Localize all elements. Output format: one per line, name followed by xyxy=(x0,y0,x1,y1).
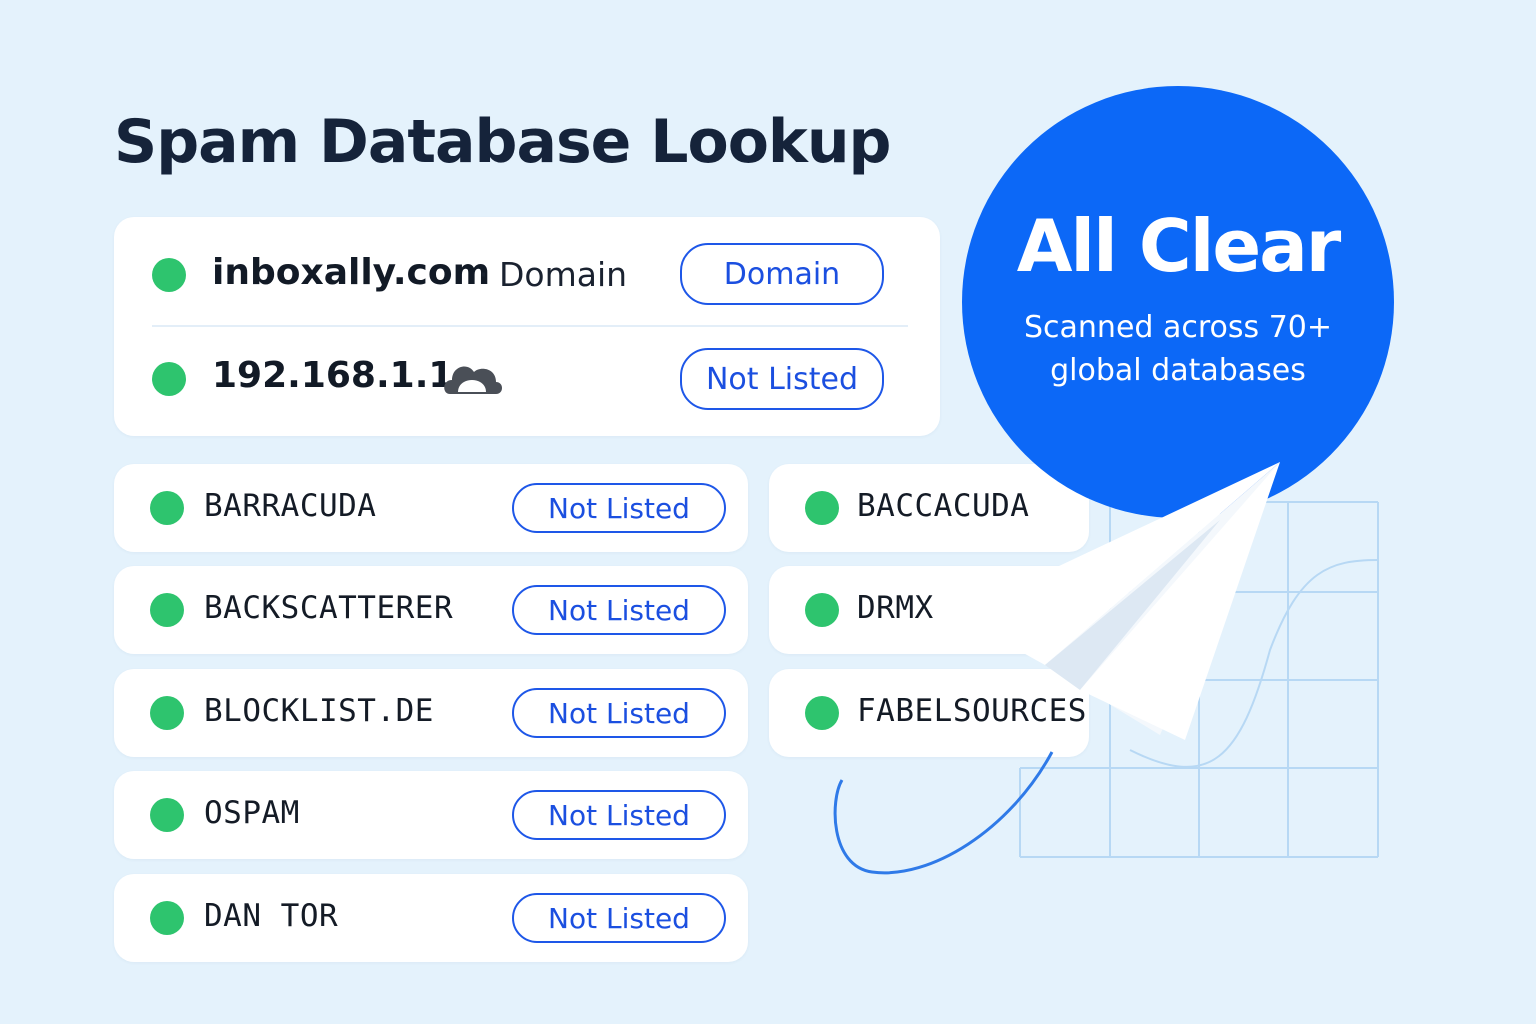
db-name: OSPAM xyxy=(204,795,300,831)
lookup-summary-card: inboxally.com · Domain Domain 192.168.1.… xyxy=(114,217,940,436)
db-name: BARRACUDA xyxy=(204,488,377,524)
db-name: DRMX xyxy=(857,590,934,626)
cloud-icon xyxy=(440,358,506,403)
status-badge[interactable]: Not Listed xyxy=(512,790,726,840)
result-subtitle: Scanned across 70+ global databases xyxy=(1024,310,1332,388)
status-dot xyxy=(805,491,839,525)
db-row-ospam: OSPAM Not Listed xyxy=(114,771,748,859)
ip-value: 192.168.1.1 xyxy=(212,355,454,396)
status-dot xyxy=(150,491,184,525)
status-dot xyxy=(150,798,184,832)
domain-value: inboxally.com xyxy=(212,252,491,293)
status-dot xyxy=(150,696,184,730)
db-name: DAN TOR xyxy=(204,898,339,934)
all-clear-badge: All Clear Scanned across 70+ global data… xyxy=(962,86,1394,518)
status-dot xyxy=(150,901,184,935)
db-name: BACKSCATTERER xyxy=(204,590,454,626)
page-title: Spam Database Lookup xyxy=(114,107,891,177)
summary-divider xyxy=(152,325,908,327)
status-dot xyxy=(805,696,839,730)
ip-status-badge[interactable]: Not Listed xyxy=(680,348,884,410)
db-row-dan-tor: DAN TOR Not Listed xyxy=(114,874,748,962)
domain-badge[interactable]: Domain xyxy=(680,243,884,305)
result-title: All Clear xyxy=(1016,204,1342,288)
db-row-backscatterer: BACKSCATTERER Not Listed xyxy=(114,566,748,654)
status-badge[interactable]: Not Listed xyxy=(512,688,726,738)
db-name: BLOCKLIST.DE xyxy=(204,693,434,729)
flight-trail-line xyxy=(833,751,1054,875)
status-dot xyxy=(805,593,839,627)
status-badge[interactable]: Not Listed xyxy=(512,893,726,943)
status-badge[interactable]: Not Listed xyxy=(512,483,726,533)
domain-status-dot xyxy=(152,258,186,292)
domain-type-label: · Domain xyxy=(478,255,628,294)
db-row-drmx: DRMX xyxy=(769,566,1089,654)
db-row-barracuda: BARRACUDA Not Listed xyxy=(114,464,748,552)
db-row-baccacuda: BACCACUDA xyxy=(769,464,1089,552)
status-dot xyxy=(150,593,184,627)
status-badge[interactable]: Not Listed xyxy=(512,585,726,635)
db-name: BACCACUDA xyxy=(857,488,1030,524)
db-name: FABELSOURCES xyxy=(857,693,1087,729)
ip-status-dot xyxy=(152,362,186,396)
db-row-blocklist: BLOCKLIST.DE Not Listed xyxy=(114,669,748,757)
db-row-fabelsources: FABELSOURCES xyxy=(769,669,1089,757)
